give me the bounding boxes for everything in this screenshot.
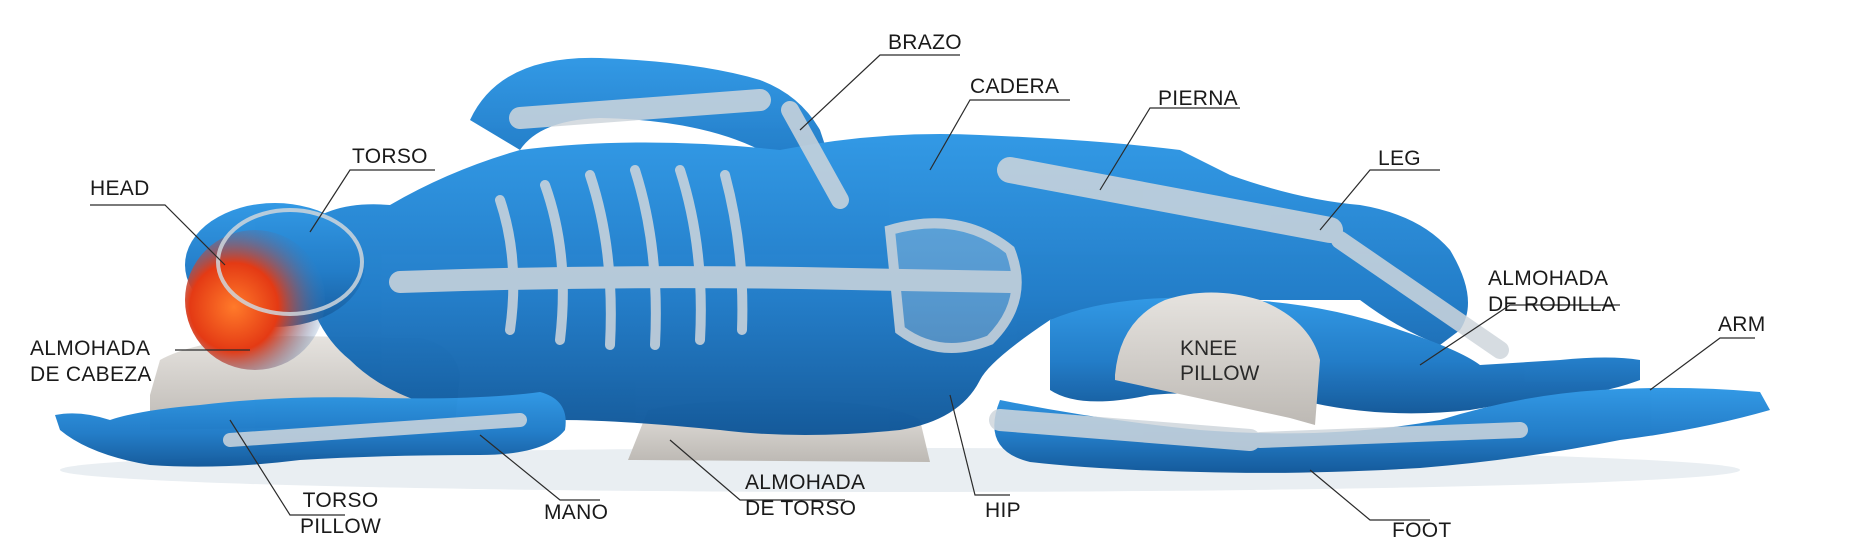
label-torso-pillow-line2: PILLOW [300,515,382,538]
label-almohada-de-cabeza-line2: DE CABEZA [30,363,152,386]
label-almohada-de-cabeza: ALMOHADA DE CABEZA [30,336,152,388]
label-almohada-de-torso-line1: ALMOHADA [745,471,866,494]
label-leg: LEG [1378,147,1421,170]
label-cadera: CADERA [970,75,1060,98]
label-almohada-de-torso-line2: DE TORSO [745,497,857,520]
leader-lines [90,54,1755,521]
label-pierna: PIERNA [1158,87,1238,110]
knee-pillow [1115,292,1320,425]
head-highlight [185,230,325,370]
label-mano: MANO [544,501,609,524]
skeleton [216,89,1528,451]
label-torso-pillow: TORSO PILLOW [300,488,381,540]
label-almohada-de-cabeza-line1: ALMOHADA [30,337,151,360]
label-torso: TORSO [352,145,428,168]
label-foot: FOOT [1392,519,1452,542]
label-almohada-de-torso: ALMOHADA DE TORSO [745,470,865,522]
label-arm: ARM [1718,313,1766,336]
label-knee-pillow-line1: KNEE [1180,337,1238,360]
label-knee-pillow-line2: PILLOW [1180,362,1260,385]
label-torso-pillow-line1: TORSO [302,489,379,512]
label-brazo: BRAZO [888,31,962,54]
label-head: HEAD [90,177,150,200]
label-almohada-de-rodilla: ALMOHADA DE RODILLA [1488,266,1616,318]
label-hip: HIP [985,499,1021,522]
label-almohada-de-rodilla-line1: ALMOHADA [1488,267,1609,290]
label-almohada-de-rodilla-line2: DE RODILLA [1488,293,1616,316]
label-knee-pillow: KNEE PILLOW [1180,336,1259,386]
